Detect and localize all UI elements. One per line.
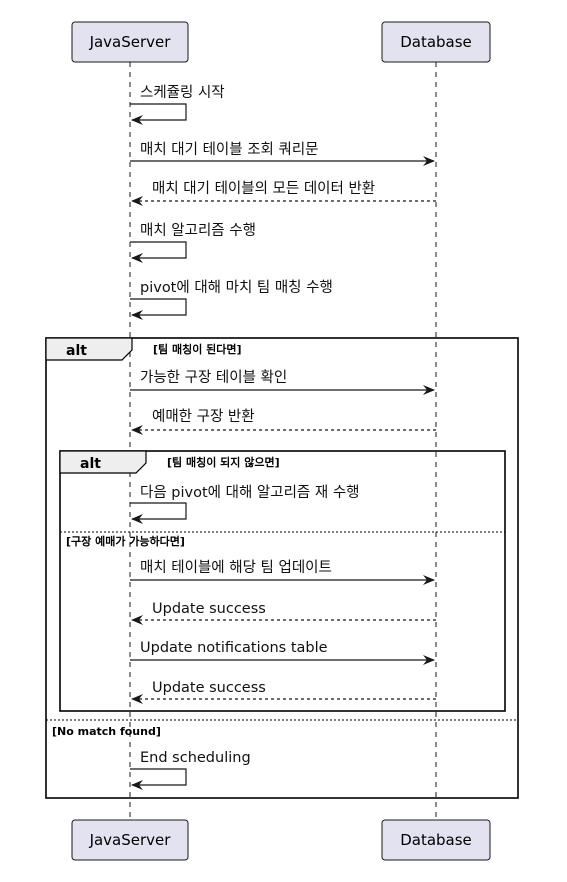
alt-keyword: alt [80, 456, 101, 472]
message-10-return: Update success [131, 601, 436, 625]
participant-database-bottom: Database [381, 819, 491, 861]
message-label: 매치 대기 테이블 조회 쿼리문 [140, 141, 319, 158]
message-11: Update notifications table [130, 640, 435, 665]
message-self-13: End scheduling [130, 750, 251, 790]
alt-keyword: alt [66, 343, 87, 359]
message-6: 가능한 구장 테이블 확인 [130, 369, 435, 395]
message-self-4: 매치 알고리즘 수행 [130, 222, 256, 263]
participant-database-label: Database [400, 33, 472, 51]
message-label: Update success [152, 680, 266, 696]
participant-javaserver-bottom: JavaServer [71, 819, 189, 861]
message-label: 스케쥴링 시작 [140, 84, 225, 101]
message-label: 가능한 구장 테이블 확인 [140, 369, 287, 386]
else-guard: [구장 예매가 가능하다면] [66, 534, 185, 548]
message-label: 예매한 구장 반환 [152, 408, 255, 425]
message-7-return: 예매한 구장 반환 [131, 408, 436, 435]
message-label: 매치 대기 테이블의 모든 데이터 반환 [152, 180, 375, 197]
participant-javaserver-top: JavaServer [71, 21, 189, 63]
participant-javaserver-label-bottom: JavaServer [89, 831, 172, 849]
message-self-8: 다음 pivot에 대해 알고리즘 재 수행 [130, 484, 360, 524]
message-label: Update notifications table [140, 640, 328, 656]
participant-javaserver-label: JavaServer [89, 33, 172, 51]
alt-fragment-inner: alt [팀 매칭이 되지 않으면] [구장 예매가 가능하다면] [59, 450, 506, 712]
message-label: 매치 알고리즘 수행 [140, 222, 256, 239]
message-label: pivot에 대해 마치 팀 매칭 수행 [140, 279, 333, 296]
alt-fragment-outer: alt [팀 매칭이 된다면] [No match found] [45, 337, 519, 799]
message-label: 매치 테이블에 해당 팀 업데이트 [140, 559, 332, 576]
message-label: 다음 pivot에 대해 알고리즘 재 수행 [140, 484, 360, 501]
message-3-return: 매치 대기 테이블의 모든 데이터 반환 [131, 180, 436, 206]
alt-guard: [팀 매칭이 된다면] [153, 342, 242, 356]
message-12-return: Update success [131, 680, 436, 704]
message-label: End scheduling [140, 750, 251, 766]
message-self-1: 스케쥴링 시작 [130, 84, 225, 125]
message-2: 매치 대기 테이블 조회 쿼리문 [130, 141, 435, 166]
else-guard: [No match found] [52, 725, 161, 738]
message-9: 매치 테이블에 해당 팀 업데이트 [130, 559, 435, 585]
participant-database-label-bottom: Database [400, 831, 472, 849]
participant-database-top: Database [381, 21, 491, 63]
message-label: Update success [152, 601, 266, 617]
alt-guard: [팀 매칭이 되지 않으면] [167, 455, 280, 469]
message-self-5: pivot에 대해 마치 팀 매칭 수행 [130, 279, 333, 320]
